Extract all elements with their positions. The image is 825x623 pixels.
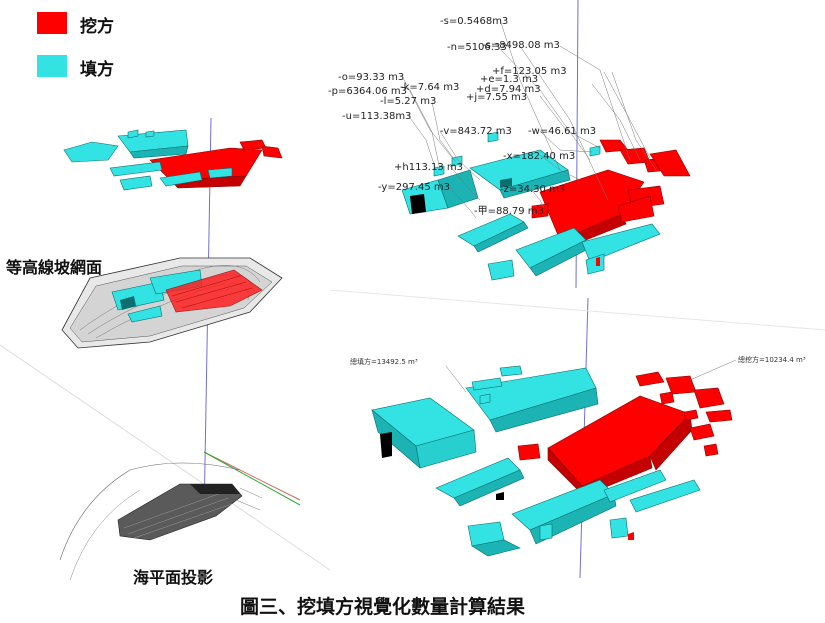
exploded-view-labeled [401,131,691,281]
volume-label-d: +d=7.94 m3 [476,84,541,95]
axis-y-line [203,451,301,506]
legend-fill-swatch [37,55,67,77]
volume-label-z: -z=34.30 m3 [500,184,565,195]
sea-level-projection [59,462,263,581]
divider-line [329,289,825,331]
volume-label-x: -x=182.40 m3 [503,151,575,162]
volume-label-s1: -s=0.5468m3 [440,16,508,27]
volume-label-e: +e=1.3 m3 [480,74,538,85]
volume-label-y: -y=297.45 m3 [378,182,450,193]
total-cut-label: 總挖方=10234.4 m³ [738,355,806,364]
volume-label-jia: -甲=88.79 m3 [474,206,544,217]
legend-cut-swatch [37,12,67,34]
axis-x-line [203,451,301,501]
legend-cut-label: 挖方 [80,17,114,37]
volume-label-n: -n=5106.33 [447,42,507,53]
volume-label-v: -v=843.72 m3 [440,126,512,137]
volume-label-k: -k=7.64 m3 [400,82,459,93]
volume-label-l: -l=5.27 m3 [380,96,436,107]
volume-label-f: +f=123.05 m3 [492,66,567,77]
volume-label-u: -u=113.38m3 [342,111,411,122]
figure-title: 圖三、挖填方視覺化數量計算結果 [240,596,526,618]
contour-mesh-view [61,257,283,349]
volume-label-w: -w=46.61 m3 [528,126,596,137]
total-volume-view [371,359,737,557]
volume-label-p: -p=6364.06 m3 [328,86,407,97]
volume-label-j: +j=7.55 m3 [466,92,527,103]
sea-level-caption: 海平面投影 [133,568,214,587]
grid-line-left [0,344,331,571]
total-fill-label: 總填方=13492.5 m³ [350,357,418,366]
volume-label-s2: -s=8498.08 m3 [482,40,560,51]
leader-lines [401,19,657,219]
contour-caption: 等高線坡網面 [6,258,103,277]
volume-label-h: +h113.13 m3 [394,162,463,173]
exploded-view-small [63,129,283,191]
legend-fill-label: 填方 [80,60,114,80]
volume-label-o: -o=93.33 m3 [338,72,404,83]
